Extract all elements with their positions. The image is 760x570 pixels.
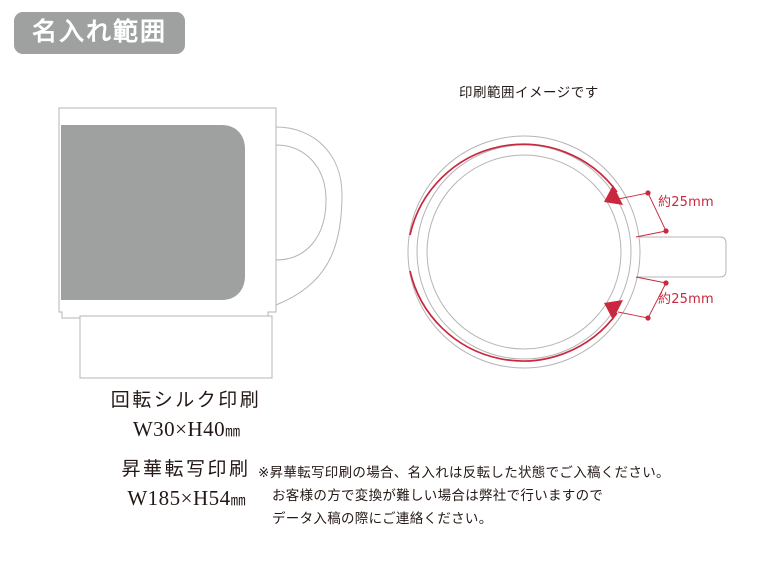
mug-rim-outer-circle	[407, 135, 641, 369]
mug-top-view-illustration	[407, 135, 727, 369]
dimension-label-lower-gap: 約25mm	[658, 292, 714, 307]
spec-silk-size-value: W30×H40	[132, 416, 226, 441]
mug-print-area-silk	[61, 125, 245, 300]
spec-silk-method-label: 回転シルク印刷	[110, 389, 262, 411]
print-note: ※昇華転写印刷の場合、名入れは反転した状態でご入稿ください。 お客様の方で変換が…	[258, 462, 670, 532]
gap-leader-upper-bottom	[635, 230, 667, 238]
print-note-line-1: ※昇華転写印刷の場合、名入れは反転した状態でご入稿ください。	[258, 465, 670, 481]
gap-endpoint-dot-upper-bottom	[663, 228, 669, 234]
mug-handle-inner-curve	[275, 144, 327, 261]
print-note-line-2: お客様の方で変換が難しい場合は弊社で行いますので	[272, 488, 604, 505]
gap-endpoint-dot-lower-top	[663, 280, 669, 286]
mug-top-handle-tab	[635, 236, 727, 278]
spec-sublimation-size-value: W185×H54	[127, 485, 231, 510]
print-range-arc-lower	[409, 270, 618, 362]
spec-sublimation-method-label: 昇華転写印刷	[121, 458, 251, 480]
top-view-caption: 印刷範囲イメージです	[459, 85, 599, 101]
print-range-arrow-upper	[604, 185, 623, 205]
mug-body-outline	[58, 107, 277, 319]
spec-sublimation-size: W185×H54㎜	[86, 483, 286, 513]
section-title-badge: 名入れ範囲	[14, 12, 186, 54]
print-note-line-3: データ入稿の際にご連絡ください。	[272, 511, 493, 528]
mug-rim-inner-circle	[426, 154, 622, 350]
gap-endpoint-dot-lower-bottom	[645, 315, 651, 321]
spec-sublimation-size-unit: ㎜	[230, 492, 246, 509]
spec-silk-printing: 回転シルク印刷 W30×H40㎜	[86, 388, 286, 444]
spec-sublimation-printing: 昇華転写印刷 W185×H54㎜	[86, 457, 286, 513]
gap-leader-lower-bottom	[617, 311, 649, 319]
print-range-arc-upper	[409, 143, 618, 236]
section-title-label: 名入れ範囲	[32, 17, 168, 46]
mug-rim-middle-circle	[416, 144, 632, 360]
spec-silk-size-unit: ㎜	[225, 423, 240, 440]
gap-endpoint-dot-upper-top	[645, 190, 651, 196]
mug-handle-outer-curve	[275, 126, 343, 306]
gap-leader-upper-top	[617, 192, 649, 200]
dimension-label-upper-gap: 約25mm	[658, 195, 714, 210]
print-range-arrow-lower	[604, 300, 623, 320]
mug-side-view-illustration	[58, 107, 343, 379]
gap-leader-lower-top	[635, 276, 667, 284]
mug-base-outline	[79, 315, 273, 379]
spec-silk-size: W30×H40㎜	[86, 414, 286, 444]
